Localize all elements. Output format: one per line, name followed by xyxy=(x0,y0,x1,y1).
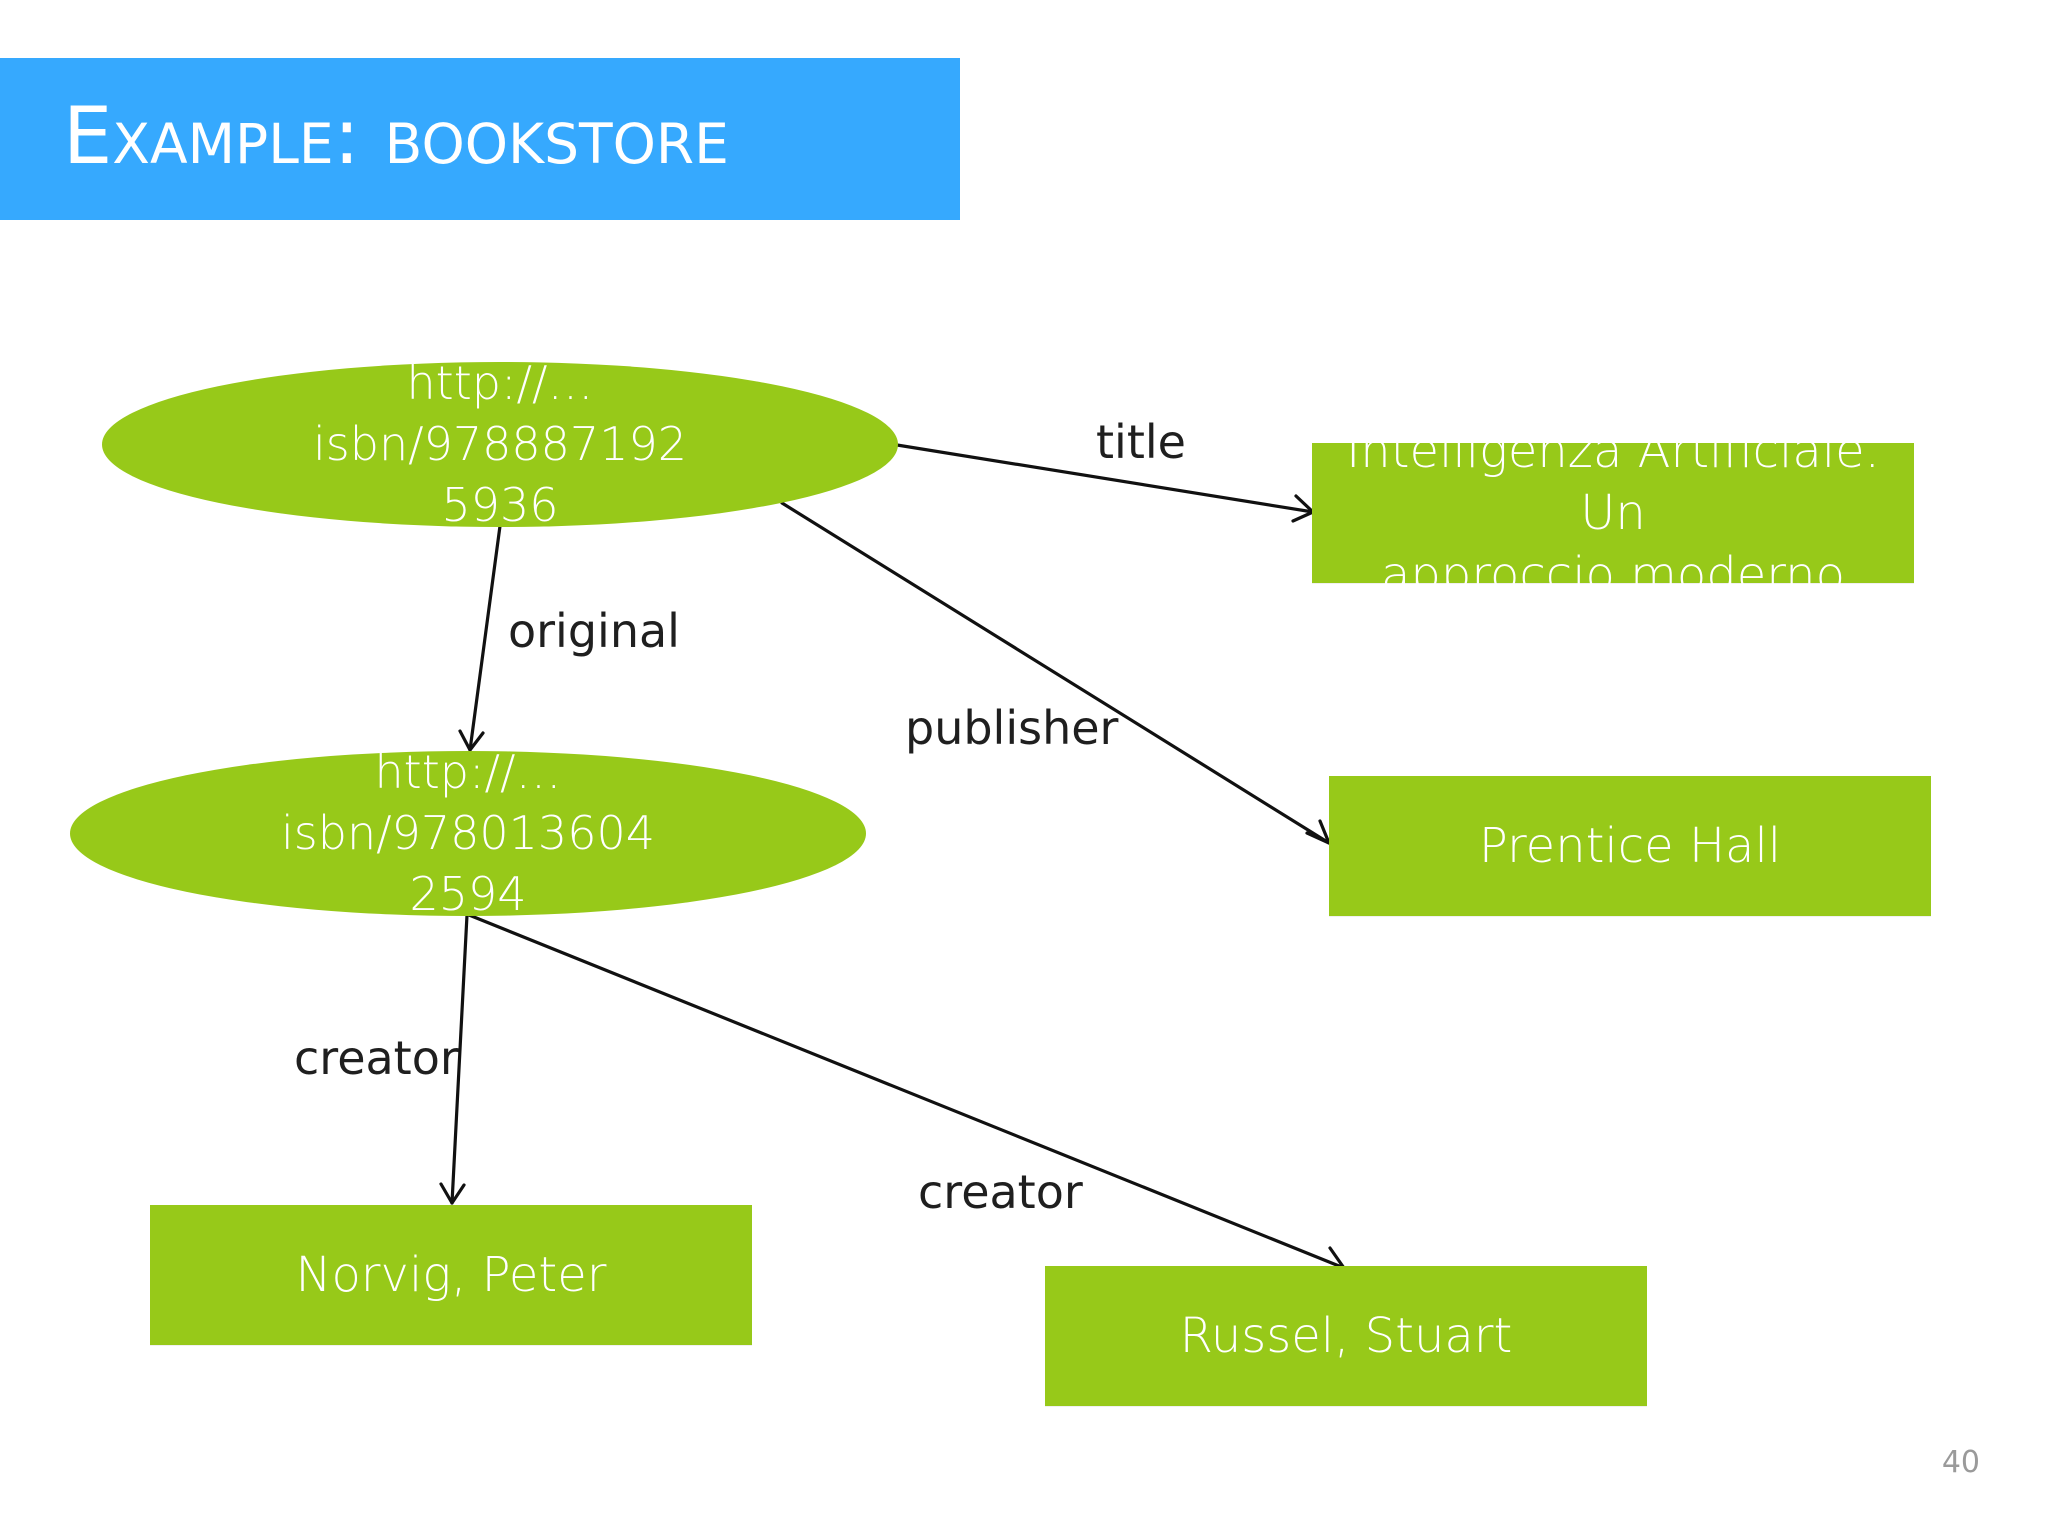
resource-node-isbn-9780136042594: http://…isbn/978013604 2594 xyxy=(70,745,866,921)
edge-label-title: title xyxy=(1096,415,1186,469)
edge-label-creator-right: creator xyxy=(918,1165,1083,1219)
resource-node-label-line-1: http://…isbn/978887192 xyxy=(313,356,687,471)
edge-original-line xyxy=(468,524,502,752)
resource-node-label: http://…isbn/978887192 5936 xyxy=(222,353,778,536)
literal-node-publisher-label: Prentice Hall xyxy=(1478,818,1782,874)
edge-publisher-line xyxy=(780,501,1331,845)
edge-title-arrowhead xyxy=(1291,494,1315,523)
literal-node-title-line-2: approccio moderno xyxy=(1381,547,1845,603)
literal-node-publisher: Prentice Hall xyxy=(1329,776,1931,916)
resource-node-label-line-2: 2594 xyxy=(409,867,527,921)
literal-node-title-line-1: Intelligenza Artificiale. Un xyxy=(1346,423,1880,541)
literal-node-creator-norvig: Norvig, Peter xyxy=(150,1205,752,1345)
edge-label-original: original xyxy=(508,604,680,658)
literal-node-creator-russel-label: Russel, Stuart xyxy=(1179,1308,1513,1364)
resource-node-isbn-9788871925936: http://…isbn/978887192 5936 xyxy=(102,356,898,532)
edge-creator-russel-arrowhead xyxy=(1318,1246,1346,1270)
edge-creator-norvig-arrowhead xyxy=(439,1182,466,1205)
resource-node-label-line-1: http://…isbn/978013604 xyxy=(281,745,655,860)
edge-label-creator-left: creator xyxy=(294,1031,459,1085)
literal-node-title: Intelligenza Artificiale. Un approccio m… xyxy=(1312,423,1914,603)
slide-title: Example: bookstore xyxy=(63,92,729,182)
edge-publisher-arrowhead xyxy=(1305,819,1331,845)
literal-node-creator-russel: Russel, Stuart xyxy=(1045,1266,1647,1406)
resource-node-label-line-2: 5936 xyxy=(441,478,559,532)
literal-node-creator-norvig-label: Norvig, Peter xyxy=(295,1247,607,1303)
literal-node-title-label: Intelligenza Artificiale. Un approccio m… xyxy=(1336,420,1890,606)
resource-node-label: http://…isbn/978013604 2594 xyxy=(190,742,746,925)
slide-title-bar: Example: bookstore xyxy=(0,58,960,220)
slide-page-number: 40 xyxy=(1941,1445,1980,1480)
edge-label-publisher: publisher xyxy=(905,701,1119,755)
